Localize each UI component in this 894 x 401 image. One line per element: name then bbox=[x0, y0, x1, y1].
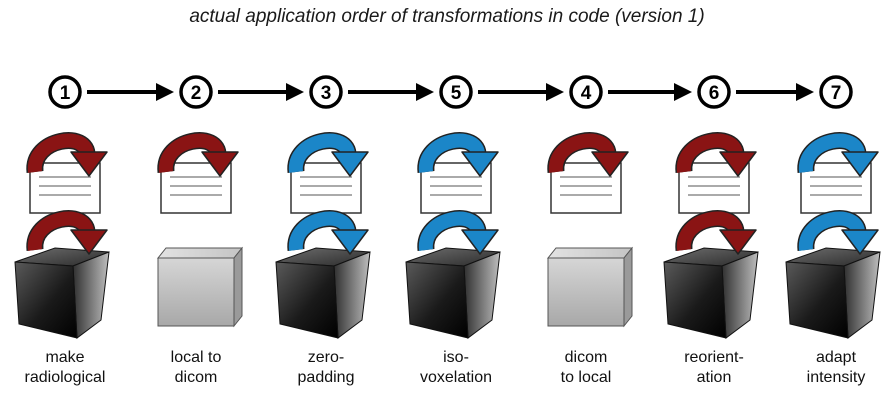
step-number: 6 bbox=[709, 83, 720, 104]
step-label-line1: iso- bbox=[443, 349, 469, 366]
flow-arrow-icon bbox=[478, 83, 564, 101]
blue-arrow-icon bbox=[287, 210, 369, 255]
step-label: adapt intensity bbox=[771, 348, 894, 388]
blue-arrow-icon bbox=[797, 210, 879, 255]
step-5: 5 bbox=[405, 75, 501, 339]
step-label-line1: make bbox=[45, 349, 85, 366]
step-number: 3 bbox=[321, 83, 332, 104]
step-label-line2: voxelation bbox=[419, 369, 493, 386]
step-number: 5 bbox=[451, 83, 462, 104]
dark-rotated-cube-icon bbox=[14, 247, 110, 339]
step-label: reorient-ation bbox=[649, 348, 779, 388]
step-label-line2: dicom bbox=[174, 369, 218, 386]
grey-cube-icon bbox=[156, 246, 244, 328]
step-number-circle bbox=[569, 75, 603, 109]
step-4: 4 bbox=[546, 75, 634, 328]
step-6: 6 bbox=[663, 75, 759, 339]
red-arrow-icon bbox=[675, 210, 757, 255]
blue-arrow-icon bbox=[287, 132, 369, 177]
step-label-line1: reorient- bbox=[684, 349, 744, 366]
step-label-line2: to local bbox=[560, 369, 612, 386]
dark-rotated-cube-icon bbox=[663, 247, 759, 339]
blue-arrow-icon bbox=[417, 210, 499, 255]
dark-rotated-cube-icon bbox=[785, 247, 881, 339]
flow-arrow-icon bbox=[218, 83, 304, 101]
step-1: 1 bbox=[14, 75, 110, 339]
step-number: 4 bbox=[581, 83, 592, 104]
step-label: zero-padding bbox=[261, 348, 391, 388]
grey-cube-icon bbox=[546, 246, 634, 328]
step-label-line2: padding bbox=[297, 369, 355, 386]
step-number-circle bbox=[309, 75, 343, 109]
flow-arrow-icon bbox=[87, 83, 174, 101]
red-arrow-icon bbox=[157, 132, 239, 177]
step-number-circle bbox=[819, 75, 853, 109]
flow-arrow-icon bbox=[608, 83, 692, 101]
step-7: 7 bbox=[785, 75, 881, 339]
red-arrow-icon bbox=[26, 132, 108, 177]
step-label: dicom to local bbox=[521, 348, 651, 388]
step-number-circle bbox=[439, 75, 473, 109]
step-label: make radiological bbox=[0, 348, 130, 388]
step-2: 2 bbox=[156, 75, 244, 328]
step-number-circle bbox=[48, 75, 82, 109]
blue-arrow-icon bbox=[797, 132, 879, 177]
step-label-line2: intensity bbox=[806, 369, 866, 386]
step-label-line1: adapt bbox=[815, 349, 857, 366]
step-label-line1: local to bbox=[170, 349, 222, 366]
step-label-line1: zero- bbox=[307, 349, 345, 366]
step-label-line1: dicom bbox=[564, 349, 608, 366]
step-label: iso-voxelation bbox=[391, 348, 521, 388]
flow-arrow-icon bbox=[736, 83, 814, 101]
flow-arrow-icon bbox=[348, 83, 434, 101]
step-number: 1 bbox=[60, 83, 71, 104]
step-number-circle bbox=[179, 75, 213, 109]
diagram-title: actual application order of transformati… bbox=[189, 6, 705, 27]
step-label: local to dicom bbox=[131, 348, 261, 388]
red-arrow-icon bbox=[675, 132, 757, 177]
red-arrow-icon bbox=[26, 210, 108, 255]
dark-rotated-cube-icon bbox=[405, 247, 501, 339]
blue-arrow-icon bbox=[417, 132, 499, 177]
step-number: 7 bbox=[831, 83, 842, 104]
dark-rotated-cube-icon bbox=[275, 247, 371, 339]
step-3: 3 bbox=[275, 75, 371, 339]
red-arrow-icon bbox=[547, 132, 629, 177]
step-label-line2: radiological bbox=[24, 369, 106, 386]
step-number-circle bbox=[697, 75, 731, 109]
step-number: 2 bbox=[191, 83, 202, 104]
step-label-line2: ation bbox=[696, 369, 732, 386]
